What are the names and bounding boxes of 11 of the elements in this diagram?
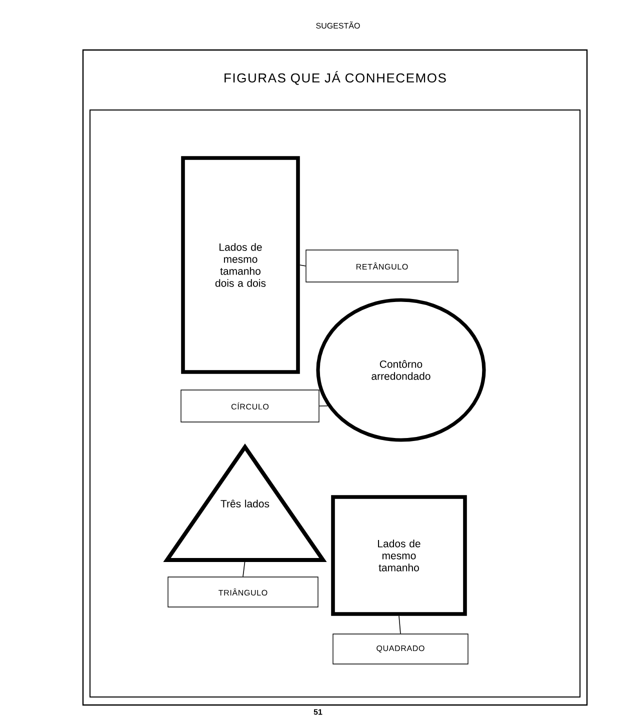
page-number: 51: [314, 709, 322, 715]
connector-line: [242, 560, 246, 578]
connector-line: [300, 264, 306, 266]
name-box: RETÂNGULO: [306, 250, 458, 282]
title: FIGURAS QUE JÁ CONHECEMOS: [224, 71, 446, 85]
name-box: QUADRADO: [332, 634, 468, 664]
connector-line: [398, 616, 401, 634]
header-text: SUGESTÃO: [316, 21, 360, 29]
name-box: TRIÂNGULO: [168, 576, 318, 608]
name-box: CÍRCULO: [180, 390, 320, 422]
connector-line: [318, 405, 328, 406]
